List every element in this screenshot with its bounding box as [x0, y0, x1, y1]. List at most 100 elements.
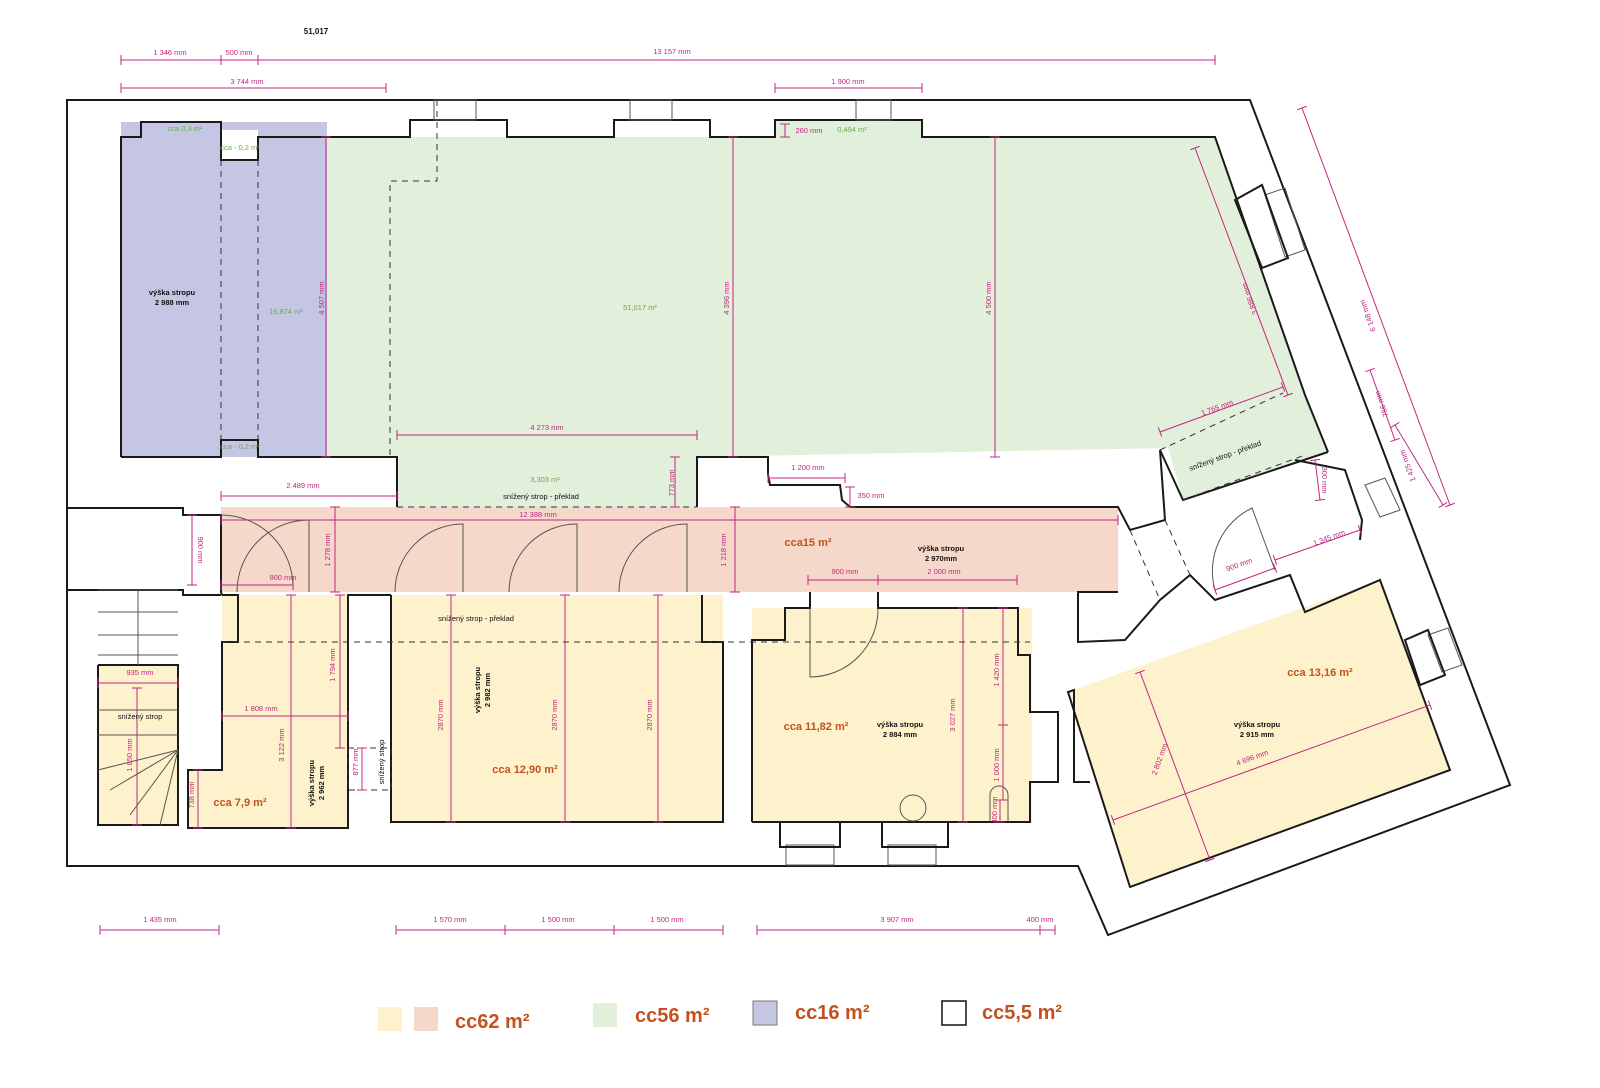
dimension-label: 756 mm: [1373, 390, 1391, 419]
dimension: 4 507 mm: [317, 136, 331, 458]
dimension-tick: [1110, 815, 1116, 825]
legend-label-16: cc16 m²: [795, 1002, 870, 1024]
dimension: 1 200 mm: [767, 463, 846, 483]
toilet-icon: [899, 794, 927, 822]
dimension: 900 mm: [220, 573, 297, 590]
dimension-line: [1274, 529, 1361, 561]
room-area-label: cca 11,82 m²: [784, 721, 849, 733]
area-measure-label: cca - 0,2 m²: [220, 442, 260, 451]
dimension-tick: [1135, 669, 1145, 675]
dimension-label: 2 000 mm: [927, 567, 960, 576]
room-area-label: cca 12,90 m²: [492, 764, 558, 776]
dimension: 1 900 mm: [774, 77, 923, 93]
window: [887, 844, 937, 866]
dimension: 260 mm: [780, 123, 823, 138]
ceiling-height-label: výška stropu: [307, 759, 316, 806]
dimension-label: 1 900 mm: [831, 77, 864, 86]
dimension-label: 1 794 mm: [328, 648, 337, 681]
dimension-label: 900 mm: [1225, 556, 1254, 574]
dimension-label: 1 420 mm: [992, 653, 1001, 686]
dimension-label: 1 000 mm: [992, 748, 1001, 781]
dimension: 300 mm: [1309, 458, 1329, 502]
dimension-label: 300 mm: [1320, 466, 1329, 493]
window-niche: [881, 821, 949, 848]
dimension-label: 400 mm: [1026, 915, 1053, 924]
dimension-label: 1 345 mm: [1312, 528, 1346, 548]
window: [433, 99, 477, 121]
dimension: 1 346 mm: [120, 48, 222, 65]
room-blue: [121, 122, 327, 457]
dimension-tick: [1212, 585, 1218, 595]
door-swing: [618, 523, 688, 593]
area-measure-label: 51,017 m²: [623, 303, 657, 312]
dimension: 900 mm: [187, 514, 205, 586]
window: [1264, 187, 1306, 258]
dimension: 400 mm: [990, 796, 1005, 824]
room-12-90: [391, 595, 723, 822]
dimension-label: 4 273 mm: [530, 423, 563, 432]
ceiling-height-value: 2 988 mm: [155, 298, 190, 307]
ceiling-height-value: 2 982 mm: [483, 673, 492, 708]
ceiling-height-label: výška stropu: [918, 544, 965, 553]
door-swing: [508, 523, 578, 593]
window: [629, 99, 673, 121]
dimension-label: 3 122 mm: [277, 728, 286, 761]
dimension-label: 3 027 mm: [948, 698, 957, 731]
dimension-tick: [1438, 501, 1448, 509]
dimension: 3 744 mm: [120, 77, 387, 93]
door-swing: [1211, 507, 1276, 591]
dimension-label: 900 mm: [269, 573, 296, 582]
legend-label-62: cc62 m²: [455, 1011, 530, 1033]
legend-swatch-green: [593, 1003, 617, 1027]
dimension: 2 000 mm: [877, 567, 1018, 585]
legend-swatch-yellow: [378, 1007, 402, 1031]
dimension-label: 3 744 mm: [230, 77, 263, 86]
room-11-82: [752, 608, 1032, 822]
dimension: 2870 mm: [436, 594, 456, 823]
dimension-line: [1194, 147, 1289, 396]
area-measure-label: 16,874 m²: [269, 307, 303, 316]
dimension: 773 mm: [667, 456, 680, 508]
dimension-tick: [1390, 421, 1400, 429]
window: [1364, 477, 1401, 518]
legend: cc62 m² cc56 m² cc16 m² cc5,5 m²: [378, 1000, 1062, 1033]
dimension-tick: [1297, 105, 1307, 111]
dimension-label: 1 435 mm: [143, 915, 176, 924]
dimension: 935 mm: [97, 668, 179, 688]
dimension-tick: [1283, 392, 1293, 398]
dimension: 2 489 mm: [220, 481, 398, 501]
top-total-label: 51,017: [304, 27, 329, 36]
dimension-label: 1 346 mm: [153, 48, 186, 57]
dimension: 738 mm: [187, 769, 203, 829]
dimension-tick: [1390, 437, 1400, 443]
legend-label-56: cc56 m²: [635, 1005, 710, 1027]
dimension-label: 2870 mm: [550, 699, 559, 730]
dimension-tick: [1272, 555, 1278, 565]
dimension: 3 122 mm: [277, 594, 296, 829]
window-niche: [1403, 628, 1447, 687]
dimension-label: 2870 mm: [645, 699, 654, 730]
area-measure-label: 3,303 m²: [530, 475, 560, 484]
dimension-tick: [1157, 427, 1163, 437]
staircase: [97, 589, 179, 826]
room-area-label: cca 7,9 m²: [213, 797, 267, 809]
area-measure-label: cca - 0,2 m²: [220, 143, 260, 152]
dimension-line: [1369, 369, 1396, 441]
window: [1427, 627, 1463, 673]
room-7-9: [188, 595, 348, 828]
dimension-tick: [1445, 502, 1455, 508]
dimension: 900 mm: [1212, 556, 1278, 595]
sink-icon: [989, 785, 1009, 822]
door-swing: [809, 607, 879, 678]
ceiling-height-label: výška stropu: [1234, 720, 1281, 729]
dimension-label: 4 500 mm: [984, 281, 993, 314]
dimension: 3 027 mm: [948, 607, 968, 823]
room-stair: [98, 665, 178, 825]
lowered-ceiling-note: snížený strop: [118, 712, 163, 721]
dimension-label: 1 808 mm: [244, 704, 277, 713]
dimension: 1 345 mm: [1272, 525, 1363, 565]
dimension-label: 738 mm: [187, 781, 196, 808]
